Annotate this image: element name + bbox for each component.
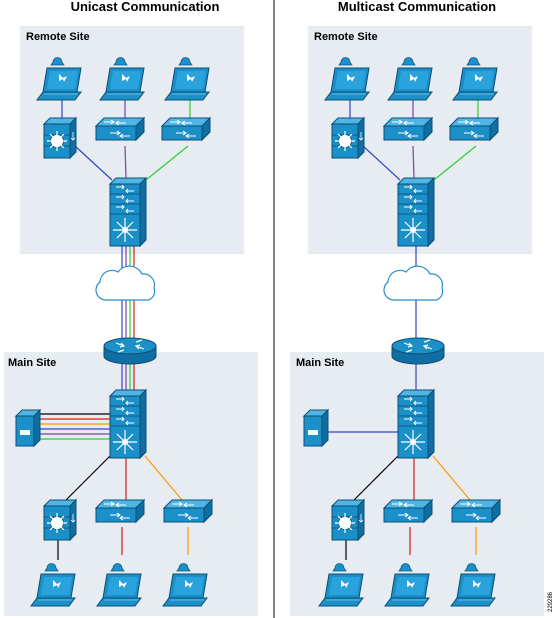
access-switch-icon	[383, 117, 433, 141]
server-icon	[303, 409, 329, 447]
svc-switch-icon	[43, 117, 77, 159]
main-site-label: Main Site	[296, 357, 344, 369]
access-switch-icon	[95, 117, 145, 141]
access-switch-icon	[95, 499, 145, 523]
access-switch-icon	[451, 499, 501, 523]
figure-id: 229286	[548, 591, 554, 612]
link-blue	[362, 145, 401, 181]
multilayer-switch-icon	[397, 389, 435, 459]
link-black	[353, 453, 401, 501]
svc-switch-icon	[331, 117, 365, 159]
remote-site-label: Remote Site	[314, 31, 378, 43]
access-switch-icon	[383, 499, 433, 523]
left-panel: Remote Site Main Site	[4, 26, 258, 616]
link-green	[145, 145, 189, 181]
link-purple	[124, 145, 127, 179]
multilayer-switch-icon	[397, 177, 435, 247]
remote-site-label: Remote Site	[26, 31, 90, 43]
access-switch-icon	[449, 117, 499, 141]
link-purple	[412, 145, 415, 179]
router-icon	[103, 337, 157, 365]
access-switch-icon	[163, 499, 213, 523]
multilayer-switch-icon	[109, 177, 147, 247]
multilayer-switch-icon	[109, 389, 147, 459]
left-panel-title: Unicast Communication	[71, 0, 220, 14]
router-icon	[391, 337, 445, 365]
right-panel-title: Multicast Communication	[338, 0, 496, 14]
svc-switch-icon	[331, 499, 365, 541]
link-blue	[74, 145, 113, 181]
link-orange	[144, 455, 183, 501]
right-panel: Remote Site Main Site	[290, 26, 544, 616]
cloud-icon	[95, 265, 156, 301]
cloud-icon	[383, 265, 444, 301]
svc-switch-icon	[43, 499, 77, 541]
link-green	[433, 145, 477, 181]
link-black	[65, 453, 113, 501]
server-icon	[15, 409, 41, 447]
access-switch-icon	[161, 117, 211, 141]
main-site-label: Main Site	[8, 357, 56, 369]
link-orange	[432, 455, 471, 501]
